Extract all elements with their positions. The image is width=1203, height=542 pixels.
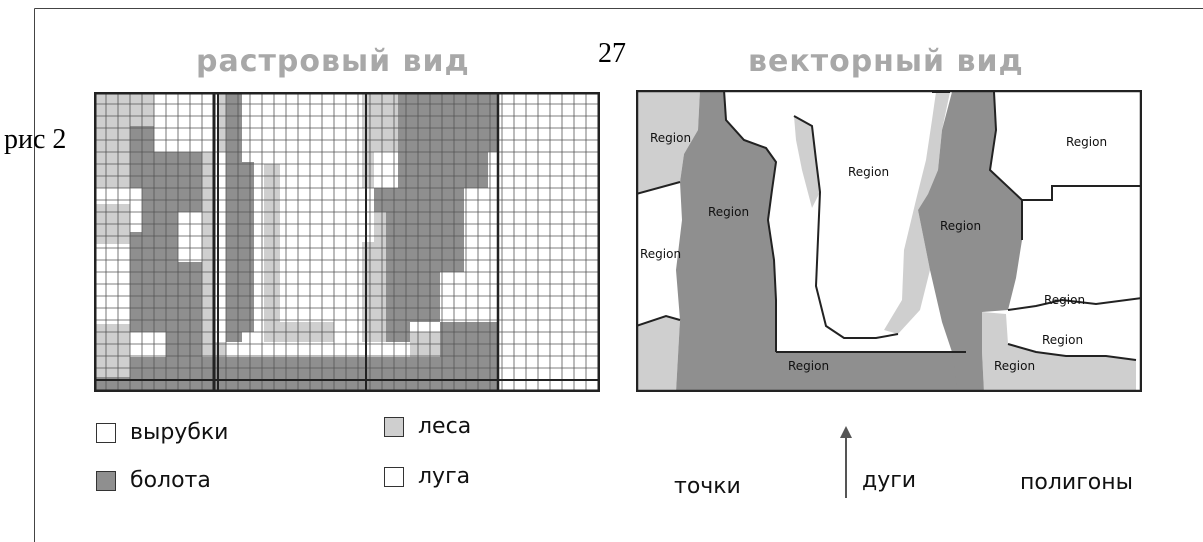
raster-grid bbox=[94, 92, 600, 392]
region-label: Region bbox=[708, 205, 749, 219]
legend-swatch-swamp bbox=[96, 470, 116, 491]
legend-swatch-forest bbox=[384, 416, 404, 437]
region-label: Region bbox=[848, 165, 889, 179]
figure-caption: рис 2 bbox=[4, 124, 67, 155]
vector-panel-title: векторный вид bbox=[748, 44, 1024, 79]
feature-label-points: точки bbox=[674, 474, 741, 499]
legend-swatch-cutting bbox=[96, 422, 116, 443]
region-label: Region bbox=[940, 219, 981, 233]
region-label: Region bbox=[640, 247, 681, 261]
vector-forest-polygon bbox=[636, 90, 700, 194]
raster-swamp-zone bbox=[374, 92, 498, 342]
legend-item-cutting: вырубки bbox=[96, 420, 228, 445]
legend-label: луга bbox=[418, 464, 471, 489]
region-label: Region bbox=[788, 359, 829, 373]
region-label: Region bbox=[650, 131, 691, 145]
region-label: Region bbox=[994, 359, 1035, 373]
raster-forest-zone bbox=[362, 212, 386, 342]
vector-swamp-polygon bbox=[918, 92, 1022, 392]
legend-item-swamp: болота bbox=[96, 468, 211, 493]
arrow-up-icon bbox=[840, 426, 852, 498]
raster-border bbox=[94, 92, 600, 392]
legend-label: леса bbox=[418, 414, 472, 439]
legend-label: вырубки bbox=[130, 420, 229, 445]
raster-map bbox=[94, 92, 600, 392]
region-label: Region bbox=[1042, 333, 1083, 347]
vector-forest-polygon bbox=[982, 312, 1136, 392]
region-label: Region bbox=[1044, 293, 1085, 307]
legend-swatch-meadow bbox=[384, 466, 404, 487]
legend-label: болота bbox=[130, 468, 211, 493]
vector-map: Region Region Region Region Region Regio… bbox=[636, 90, 1142, 392]
raster-swamp-zone bbox=[94, 357, 498, 392]
raster-panel-title: растровый вид bbox=[196, 44, 470, 79]
raster-swamp-zone bbox=[226, 92, 254, 342]
vector-swamp-polygon bbox=[676, 90, 970, 392]
page-number: 27 bbox=[598, 38, 626, 69]
legend-item-forest: леса bbox=[384, 414, 471, 439]
raster-swamp-zone bbox=[440, 322, 498, 357]
page-frame bbox=[34, 8, 1203, 542]
vector-forest-polygon bbox=[884, 92, 950, 334]
vector-boundaries bbox=[636, 90, 1142, 361]
region-label: Region bbox=[1066, 135, 1107, 149]
legend-item-meadow: луга bbox=[384, 464, 470, 489]
raster-forest-zone bbox=[264, 164, 334, 342]
feature-label-arcs: дуги bbox=[862, 468, 917, 493]
raster-forest-zone bbox=[94, 324, 130, 392]
feature-label-polygons: полигоны bbox=[1020, 470, 1133, 495]
vector-border bbox=[636, 90, 1142, 392]
vector-forest-polygon bbox=[636, 316, 680, 392]
